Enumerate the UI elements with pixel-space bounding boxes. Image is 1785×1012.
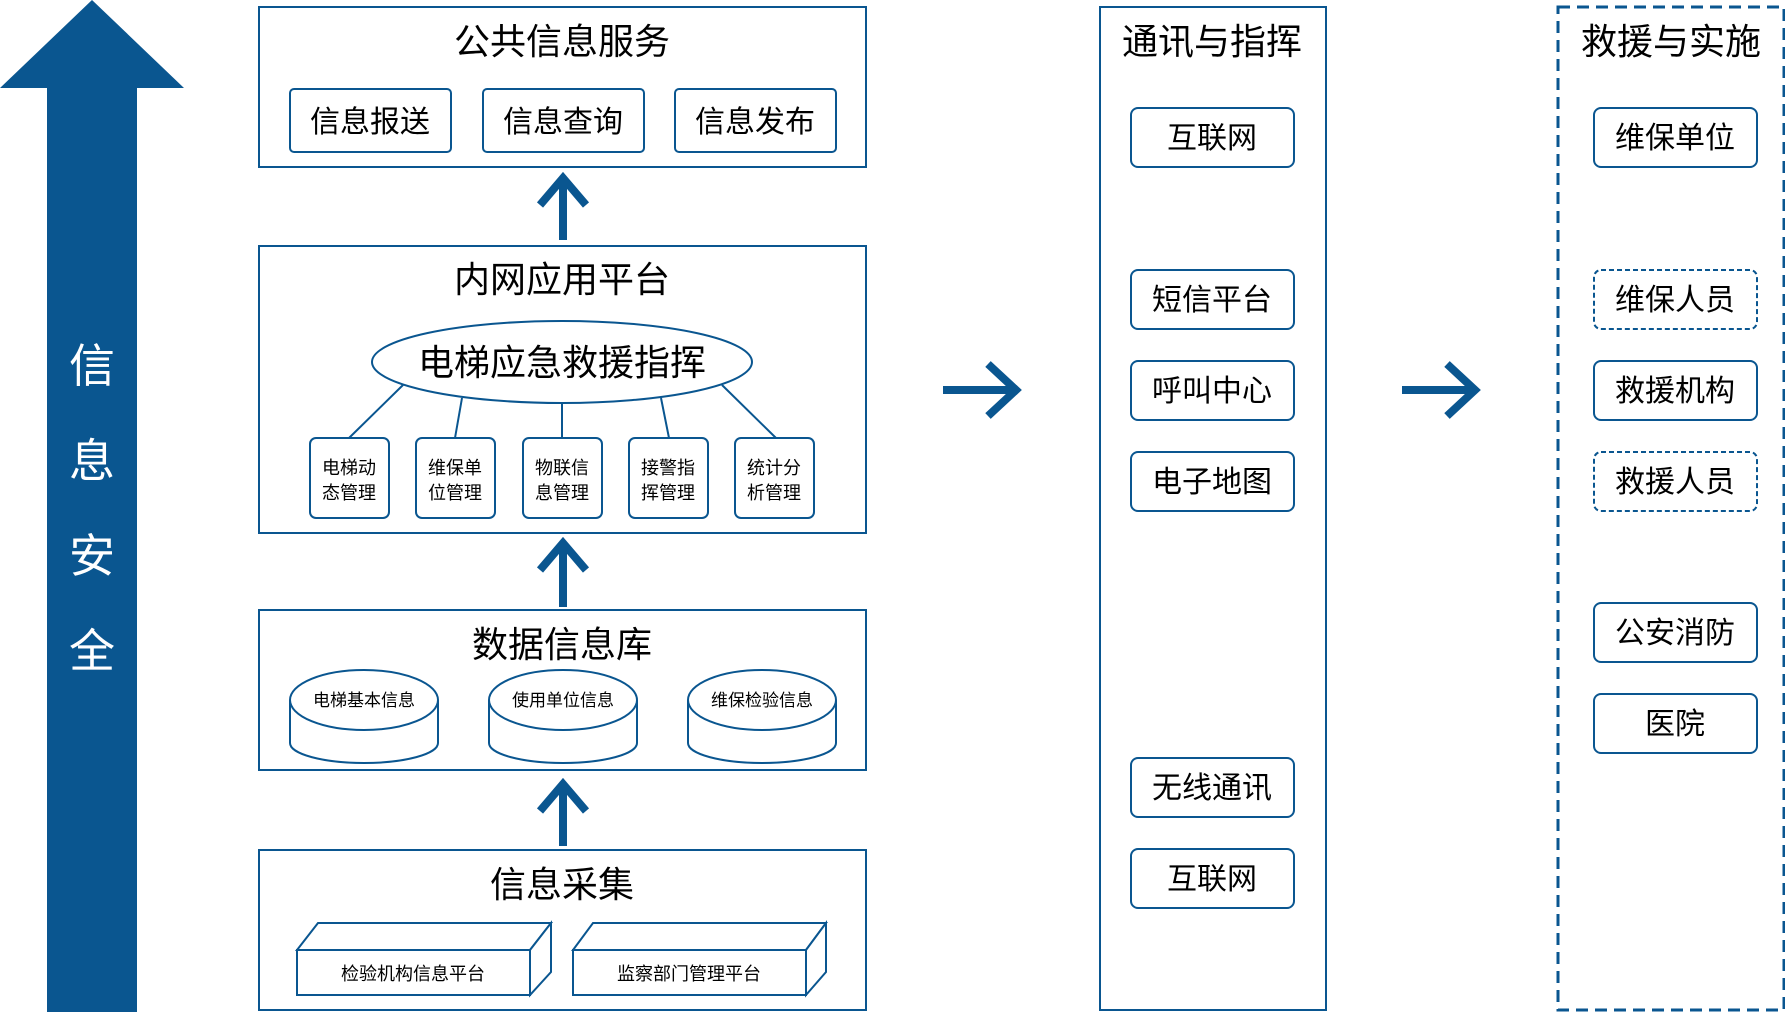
comm-box-e-map [1130,451,1295,512]
module-box-iot-info [522,437,603,519]
security-char-1: 信 [69,340,115,392]
service-label-query: 信息查询 [503,106,623,139]
intranet-title: 内网应用平台 [454,259,670,300]
module-iot-info-line1: 物联信 [535,458,589,478]
collection-title: 信息采集 [490,864,634,905]
module-elevator-status-line2: 态管理 [322,483,376,503]
communication-title: 通讯与指挥 [1122,21,1302,62]
database-cylinder-maintenance-inspection [687,669,837,764]
rescue-box-maintenance-staff [1593,269,1758,330]
service-box-report [289,88,452,153]
module-box-alarm-command [628,437,709,519]
comm-box-sms [1130,269,1295,330]
hub-connectors [348,384,777,439]
rescue-label-rescue-staff: 救援人员 [1615,466,1735,499]
service-box-publish [674,88,837,153]
hub-label: 电梯应急救援指挥 [418,342,706,383]
service-label-publish: 信息发布 [695,106,815,139]
comm-box-wireless [1130,757,1295,818]
database-cylinder-elevator-basic [289,669,439,764]
right-arrow-2 [1402,361,1481,419]
module-maintenance-unit-line2: 位管理 [428,483,482,503]
comm-box-internet-2 [1130,848,1295,909]
module-alarm-command-line2: 挥管理 [641,483,695,503]
platform-block-inspection [294,920,554,998]
rescue-label-rescue-agency: 救援机构 [1615,375,1735,408]
up-arrow-2 [536,536,590,607]
rescue-label-hospital: 医院 [1645,708,1705,741]
module-elevator-status-line1: 电梯动 [322,458,376,478]
comm-box-internet-1 [1130,107,1295,168]
public-service-panel: 公共信息服务 信息报送 信息查询 信息发布 [258,6,867,168]
rescue-label-police-fire: 公安消防 [1615,617,1735,650]
comm-label-e-map: 电子地图 [1152,466,1272,499]
database-label-elevator-basic: 电梯基本信息 [313,691,415,710]
module-box-maintenance-unit [415,437,496,519]
database-title: 数据信息库 [472,624,652,665]
rescue-label-maintenance-unit: 维保单位 [1615,122,1735,155]
service-label-report: 信息报送 [310,106,430,139]
up-arrow-1 [536,171,590,240]
module-maintenance-unit-line1: 维保单 [428,458,482,478]
platform-label-inspection: 检验机构信息平台 [341,964,485,984]
rescue-box-hospital [1593,693,1758,754]
comm-label-call-center: 呼叫中心 [1152,375,1272,408]
rescue-label-maintenance-staff: 维保人员 [1615,284,1735,317]
rescue-box-maintenance-unit [1593,107,1758,168]
database-cylinder-user-unit [488,669,638,764]
security-char-4: 全 [69,625,115,677]
intranet-panel: 内网应用平台 电梯应急救援指挥 电梯动 态管理 维保单 位管理 物联信 息管理 … [258,245,867,534]
right-arrow-1 [943,361,1022,419]
comm-label-internet-1: 互联网 [1167,122,1257,155]
rescue-box-rescue-staff [1593,451,1758,512]
rescue-title: 救援与实施 [1581,21,1761,62]
database-label-user-unit: 使用单位信息 [512,690,614,710]
platform-label-supervision: 监察部门管理平台 [617,964,761,984]
database-panel: 数据信息库 电梯基本信息 使用单位信息 维保检验信息 [258,609,867,771]
comm-label-internet-2: 互联网 [1167,863,1257,896]
database-label-maintenance-inspection: 维保检验信息 [711,691,813,710]
public-service-title: 公共信息服务 [454,21,670,62]
collection-panel: 信息采集 检验机构信息平台 监察部门管理平台 [258,849,867,1011]
security-char-3: 安 [69,530,115,582]
comm-box-call-center [1130,360,1295,421]
security-arrow: 信 息 安 全 [0,0,184,1012]
platform-block-supervision [571,919,828,998]
security-arrow-shape [0,0,184,1012]
rescue-box-rescue-agency [1593,360,1758,421]
module-box-elevator-status [309,437,390,519]
rescue-box-police-fire [1593,602,1758,663]
module-box-statistics [734,437,815,519]
hub-ellipse [371,320,753,404]
module-iot-info-line2: 息管理 [535,483,589,503]
module-alarm-command-line1: 接警指 [641,458,695,478]
module-statistics-line2: 析管理 [747,483,801,503]
module-statistics-line1: 统计分 [747,458,801,478]
communication-panel: 通讯与指挥 互联网 短信平台 呼叫中心 电子地图 无线通讯 互联网 [1099,6,1327,1011]
comm-label-sms: 短信平台 [1152,284,1272,317]
up-arrow-3 [536,777,590,846]
service-box-query [482,88,645,153]
security-char-2: 息 [69,435,115,487]
comm-label-wireless: 无线通讯 [1152,772,1272,805]
